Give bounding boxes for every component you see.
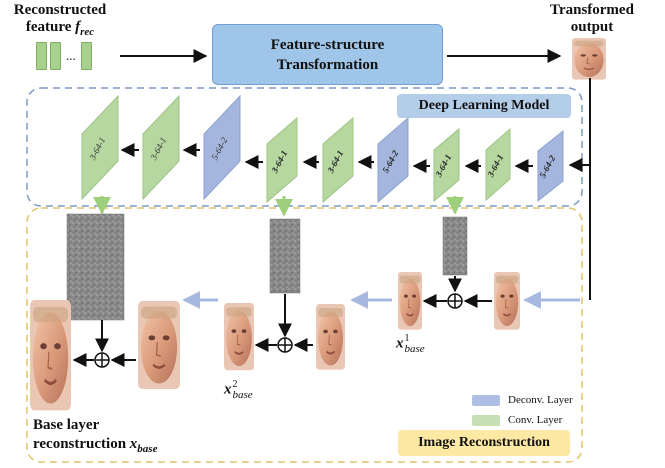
ftr-line2: Transformation bbox=[276, 56, 379, 73]
residual-map-2 bbox=[269, 218, 301, 294]
legend: Deconv. Layer Conv. Layer bbox=[472, 394, 592, 426]
feature-bar-1 bbox=[36, 42, 47, 70]
x2-var: x bbox=[224, 381, 232, 398]
layer-conv-1a: 3-64-1 bbox=[81, 94, 119, 201]
transformed-output-label: Transformed output bbox=[532, 2, 652, 36]
x2-base-face bbox=[224, 303, 254, 370]
layer-deconv-2: 5-64-2 bbox=[377, 116, 409, 204]
x1-sub: base bbox=[404, 343, 425, 355]
residual-map-1 bbox=[442, 216, 468, 276]
sum-operator-1-icon bbox=[447, 293, 463, 309]
x1-var: x bbox=[396, 335, 404, 352]
input-feature-label: Reconstructed feature frec bbox=[0, 2, 120, 41]
feature-ellipsis: ... bbox=[66, 48, 76, 63]
final-var: x bbox=[129, 436, 138, 452]
x2-sup: 2 bbox=[232, 379, 238, 390]
layer-conv-3a: 3-64-1 bbox=[433, 127, 460, 203]
legend-conv-label: Conv. Layer bbox=[508, 414, 563, 426]
layer-deconv-3: 5-64-2 bbox=[537, 129, 564, 203]
deep-learning-region bbox=[26, 87, 583, 207]
base-layer-reconstruction-label: Base layer reconstruction xbase bbox=[33, 416, 157, 459]
image-reconstruction-region bbox=[26, 207, 583, 463]
x1-base-face bbox=[396, 270, 424, 332]
input-face-1 bbox=[492, 270, 522, 332]
legend-deconv-label: Deconv. Layer bbox=[508, 394, 573, 406]
input-label-prefix: feature bbox=[25, 19, 76, 35]
layer-deconv-1: 5-64-2 bbox=[203, 94, 241, 201]
output-label-line2: output bbox=[570, 19, 614, 35]
final-line1: Base layer bbox=[33, 417, 100, 433]
feature-bar-2 bbox=[50, 42, 61, 70]
input-feature-bars: ... bbox=[36, 42, 92, 70]
layer-conv-2b: 3-64-1 bbox=[322, 116, 354, 204]
output-label-line1: Transformed bbox=[550, 2, 634, 18]
layer-conv-1b: 3-64-1 bbox=[142, 94, 180, 201]
intermediate-face-2 bbox=[316, 304, 345, 370]
residual-map-3 bbox=[66, 213, 125, 321]
image-reconstruction-label: Image Reconstruction bbox=[398, 430, 570, 456]
sum-operator-2-icon bbox=[277, 337, 293, 353]
x1-sup: 1 bbox=[404, 333, 410, 344]
intermediate-face-3 bbox=[138, 301, 180, 389]
x2-sub: base bbox=[232, 389, 253, 401]
feature-structure-transformation-box: Feature-structure Transformation bbox=[212, 24, 443, 85]
layer-conv-2a: 3-64-1 bbox=[266, 116, 298, 204]
final-base-face bbox=[30, 300, 71, 410]
layer-conv-3b: 3-64-1 bbox=[485, 127, 511, 202]
legend-deconv-swatch bbox=[472, 394, 500, 406]
feature-bar-3 bbox=[80, 42, 92, 70]
sum-operator-3-icon bbox=[94, 352, 110, 368]
input-label-line1: Reconstructed bbox=[13, 2, 107, 18]
deep-learning-model-label: Deep Learning Model bbox=[397, 94, 571, 118]
final-sub: base bbox=[137, 443, 158, 455]
input-label-line2: feature frec bbox=[0, 19, 120, 41]
input-label-sub: rec bbox=[80, 26, 95, 38]
ftr-line1: Feature-structure bbox=[270, 36, 385, 53]
input-label-var: f bbox=[75, 19, 81, 35]
transformed-output-face bbox=[570, 36, 608, 82]
legend-conv-swatch bbox=[472, 414, 500, 426]
final-line2: reconstruction xbase bbox=[33, 435, 157, 459]
final-line2-prefix: reconstruction bbox=[33, 436, 130, 452]
